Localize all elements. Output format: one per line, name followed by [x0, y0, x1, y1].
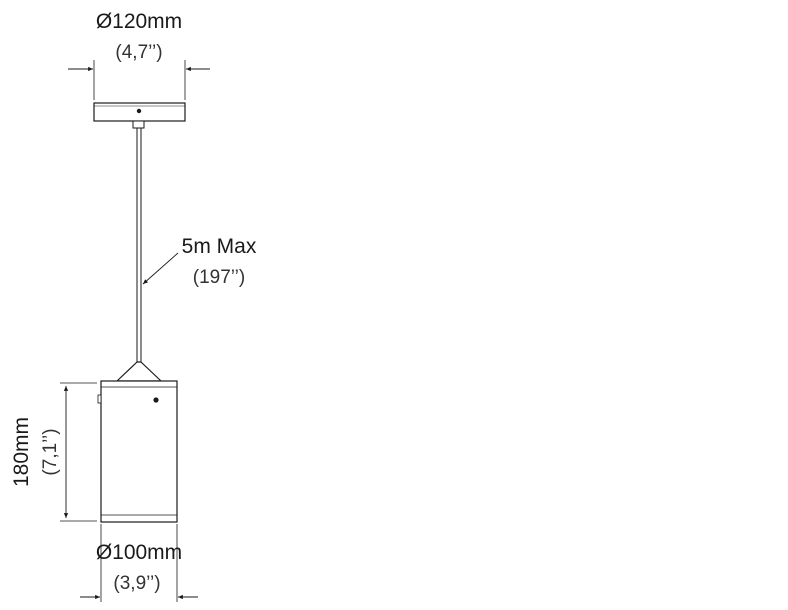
bottom-diameter-dimension: Ø100mm (3,9’’)	[80, 524, 198, 602]
height-metric: 180mm	[10, 417, 33, 487]
suspension-cable	[136, 128, 142, 363]
side-clip	[97, 394, 102, 404]
canopy-screw	[136, 108, 142, 114]
top-diameter-imperial: (4,7’’)	[115, 42, 162, 63]
cable-grip	[132, 120, 145, 129]
height-dimension: 180mm (7,1’’)	[10, 382, 97, 522]
top-diameter-dimension: Ø120mm (4,7’’)	[68, 10, 210, 100]
bottom-diameter-metric: Ø100mm	[96, 541, 182, 564]
body-screw	[153, 397, 159, 403]
ceiling-canopy	[93, 102, 186, 122]
bottom-diameter-imperial: (3,9’’)	[113, 573, 160, 594]
top-diameter-metric: Ø120mm	[96, 10, 182, 33]
cable-length-imperial: (197’’)	[193, 267, 245, 288]
lamp-body	[97, 380, 178, 523]
cable-length-metric: 5m Max	[182, 235, 257, 258]
cable-entry-cone	[116, 361, 162, 382]
cable-length-dimension: 5m Max (197’’)	[142, 235, 257, 288]
cable-leader-line	[142, 252, 179, 285]
height-imperial: (7,1’’)	[40, 428, 61, 475]
